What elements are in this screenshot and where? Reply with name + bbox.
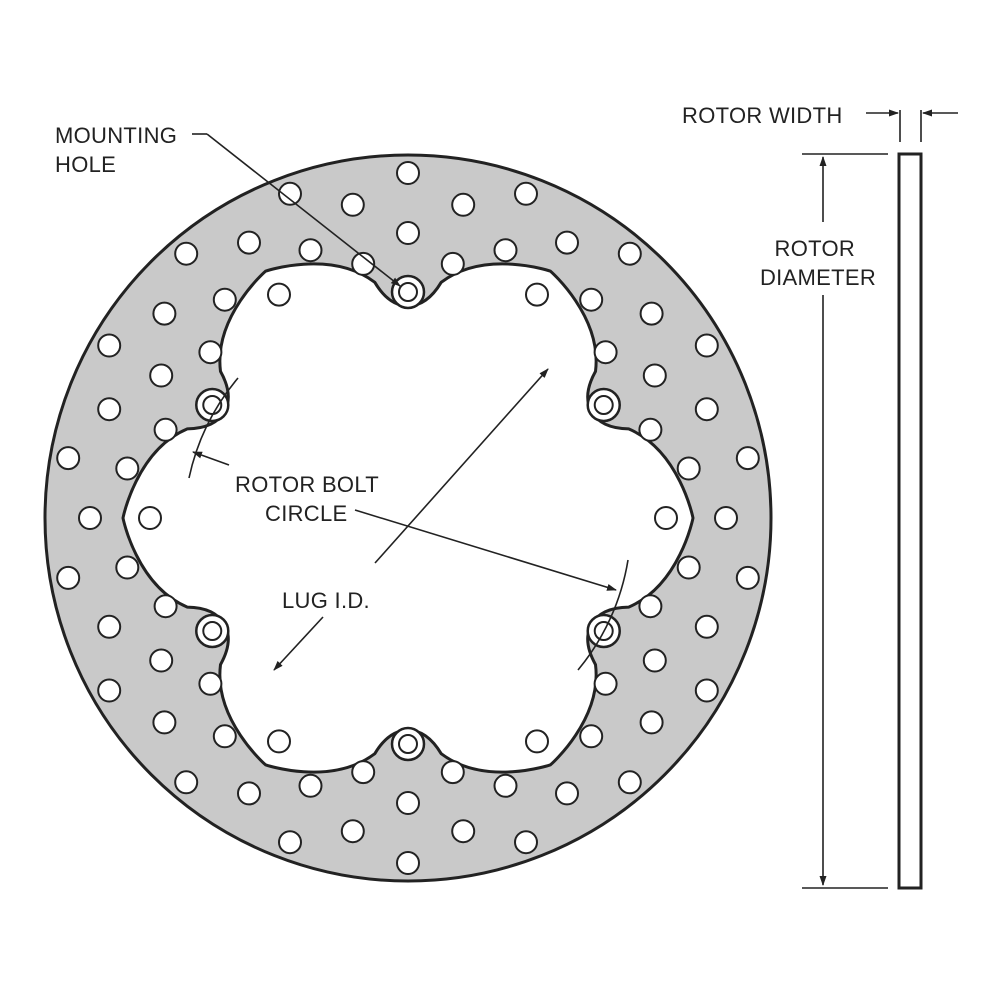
lug-id-label: LUG I.D. <box>282 588 370 613</box>
drilled-hole <box>694 333 719 358</box>
drilled-hole <box>694 397 719 422</box>
drilled-hole <box>714 506 738 530</box>
mounting-hole <box>195 613 230 649</box>
drilled-hole <box>451 819 476 844</box>
drilled-hole <box>593 671 618 696</box>
drilled-hole <box>56 565 81 590</box>
rotor-bolt-circle-label: ROTOR BOLT CIRCLE <box>235 472 385 526</box>
drilled-hole <box>525 282 549 307</box>
drilled-hole <box>56 446 81 471</box>
drilled-hole <box>617 770 642 795</box>
drilled-hole <box>78 506 102 530</box>
drilled-hole <box>212 724 237 749</box>
mounting-hole-label: MOUNTING HOLE <box>55 123 184 177</box>
drilled-hole <box>579 724 604 749</box>
rotor-face <box>43 153 773 883</box>
drilled-hole <box>237 781 261 806</box>
drilled-hole <box>278 181 302 206</box>
drilled-hole <box>152 301 177 326</box>
drilled-hole <box>514 181 538 206</box>
drilled-hole <box>396 791 420 815</box>
drilled-hole <box>97 678 122 703</box>
drilled-hole <box>593 340 618 365</box>
drilled-hole <box>97 397 122 422</box>
drilled-hole <box>617 241 642 266</box>
mounting-hole <box>390 726 426 762</box>
lug-id-callout: LUG I.D. <box>273 368 549 671</box>
drilled-hole <box>351 251 376 276</box>
drilled-hole <box>642 363 667 388</box>
drilled-hole <box>676 555 701 580</box>
drilled-hole <box>298 238 323 263</box>
drilled-hole <box>493 773 518 798</box>
drilled-hole <box>351 760 376 785</box>
drilled-hole <box>525 729 549 754</box>
drilled-hole <box>579 287 604 312</box>
drilled-holes <box>56 161 760 875</box>
rotor-width-label: ROTOR WIDTH <box>682 103 843 128</box>
drilled-hole <box>694 678 719 703</box>
center-cutout <box>121 262 695 774</box>
drilled-hole <box>278 830 302 855</box>
drilled-hole <box>115 456 140 481</box>
mounting-hole <box>586 387 621 423</box>
rotor-diameter-label: ROTOR DIAMETER <box>760 236 876 290</box>
mounting-holes <box>195 274 621 762</box>
drilled-hole <box>514 830 538 855</box>
drilled-hole <box>555 230 579 255</box>
mounting-hole <box>390 274 426 310</box>
drilled-hole <box>642 648 667 673</box>
mounting-hole <box>195 387 230 423</box>
drilled-hole <box>654 506 678 530</box>
drilled-hole <box>639 710 664 735</box>
mounting-hole-callout: MOUNTING HOLE <box>55 123 401 287</box>
drilled-hole <box>340 192 365 217</box>
drilled-hole <box>735 565 760 590</box>
drilled-hole <box>267 282 291 307</box>
drilled-hole <box>174 770 199 795</box>
drilled-hole <box>451 192 476 217</box>
drilled-hole <box>396 161 420 185</box>
drilled-hole <box>153 417 178 442</box>
drilled-hole <box>138 506 162 530</box>
drilled-hole <box>735 446 760 471</box>
drilled-hole <box>396 221 420 245</box>
drilled-hole <box>493 238 518 263</box>
rotor-width-dimension: ROTOR WIDTH <box>682 103 958 142</box>
drilled-hole <box>174 241 199 266</box>
drilled-hole <box>676 456 701 481</box>
drilled-hole <box>149 648 174 673</box>
drilled-hole <box>638 417 663 442</box>
drilled-hole <box>440 251 465 276</box>
drilled-hole <box>149 363 174 388</box>
drilled-hole <box>267 729 291 754</box>
drilled-hole <box>440 760 465 785</box>
drilled-hole <box>198 671 223 696</box>
drilled-hole <box>212 287 237 312</box>
drilled-hole <box>638 594 663 619</box>
drilled-hole <box>152 710 177 735</box>
rotor-diameter-dimension: ROTOR DIAMETER <box>760 153 888 889</box>
drilled-hole <box>198 340 223 365</box>
drilled-hole <box>555 781 579 806</box>
drilled-hole <box>97 333 122 358</box>
drilled-hole <box>639 301 664 326</box>
drilled-hole <box>694 614 719 639</box>
drilled-hole <box>340 819 365 844</box>
drilled-hole <box>298 773 323 798</box>
rotor-bolt-circle-callout: ROTOR BOLT CIRCLE <box>188 377 629 671</box>
drilled-hole <box>237 230 261 255</box>
drilled-hole <box>115 555 140 580</box>
drilled-hole <box>97 614 122 639</box>
drilled-hole <box>153 594 178 619</box>
rotor-side-view <box>897 152 923 890</box>
drilled-hole <box>396 851 420 875</box>
